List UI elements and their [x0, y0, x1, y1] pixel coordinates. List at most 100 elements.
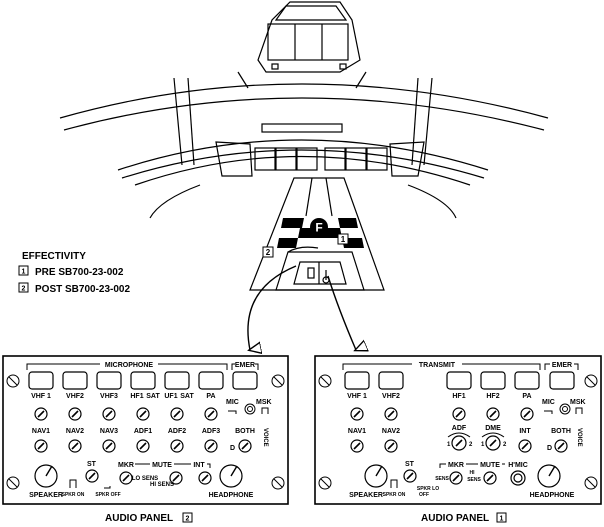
- label-adf1: ADF1: [134, 428, 152, 435]
- label-dme-right: DME: [485, 425, 501, 432]
- callout-arrow-right: [327, 275, 356, 350]
- audio-panel-left-ref-box: [182, 512, 193, 523]
- effectivity-ref-box-1: [18, 265, 29, 276]
- vhf1-mic-button[interactable]: [28, 371, 54, 390]
- label-both: BOTH: [235, 428, 255, 435]
- label-hi-sens: HI SENS: [150, 482, 174, 488]
- label-pa: PA: [206, 393, 215, 400]
- pedestal-markings: [277, 218, 364, 248]
- audio-panel-left-ref: 2: [186, 516, 190, 523]
- audio-panel-right-caption: AUDIO PANEL: [421, 513, 489, 524]
- pa-mic-button[interactable]: [198, 371, 224, 390]
- hf2-transmit-button[interactable]: [480, 371, 506, 390]
- label-hf1-right: HF1: [452, 393, 465, 400]
- audio-panel-left-caption: AUDIO PANEL: [105, 513, 173, 524]
- label-sat-1: SAT: [146, 393, 160, 400]
- label-spkr-on-right: SPKR ON: [383, 492, 406, 498]
- transmit-buttons-right: [344, 371, 575, 390]
- vhf2-mic-button[interactable]: [62, 371, 88, 390]
- label-mic: MIC: [226, 399, 239, 406]
- label-msk: MSK: [256, 399, 272, 406]
- label-headphone: HEADPHONE: [209, 492, 254, 499]
- label-pa-right: PA: [522, 393, 531, 400]
- label-nav1: NAV1: [32, 428, 50, 435]
- label-st: ST: [87, 461, 97, 468]
- panel-screws-right: [318, 374, 598, 490]
- label-hi-right: HI: [470, 470, 476, 476]
- label-adf-right: ADF: [452, 425, 467, 432]
- effectivity-ref-box-2: [18, 282, 29, 293]
- effectivity-ref-2: 2: [22, 286, 26, 293]
- label-dme-pos1: 1: [481, 442, 485, 448]
- label-uf1: UF1: [164, 393, 177, 400]
- hf1-transmit-button[interactable]: [446, 371, 472, 390]
- audio-panel-right-ref-box: [496, 512, 507, 523]
- label-vhf2: VHF2: [66, 393, 84, 400]
- label-st-right: ST: [405, 461, 415, 468]
- label-adf2: ADF2: [168, 428, 186, 435]
- label-headphone-right: HEADPHONE: [530, 492, 575, 499]
- pedestal-ref-2: 2: [266, 248, 271, 257]
- label-nav1-right: NAV1: [348, 428, 366, 435]
- label-mkr: MKR: [118, 462, 134, 469]
- label-both-right: BOTH: [551, 428, 571, 435]
- cockpit-view: [59, 1, 549, 291]
- label-msk-right: MSK: [570, 399, 586, 406]
- label-d-right: D: [547, 445, 552, 452]
- label-sens-hi-right: SENS: [467, 477, 481, 483]
- label-hmic-right: H'MIC: [508, 462, 528, 469]
- label-hf2-right: HF2: [486, 393, 499, 400]
- pedestal-marker-letter: F: [315, 221, 322, 235]
- uf1-sat-mic-button[interactable]: [164, 371, 190, 390]
- label-mute-right: MUTE: [480, 462, 500, 469]
- pedestal-ref-box-2: [262, 246, 274, 258]
- audio-panel-right: TRANSMIT EMER VHF 1 VHF2 HF1 HF2 PA MIC …: [314, 355, 602, 505]
- label-spkr-lo-right: SPKR LO: [417, 486, 439, 492]
- label-mute: MUTE: [152, 462, 172, 469]
- label-vhf1: VHF 1: [31, 393, 51, 400]
- hf1-sat-mic-button[interactable]: [130, 371, 156, 390]
- label-int-right: INT: [519, 428, 531, 435]
- effectivity-title: EFFECTIVITY: [22, 251, 86, 262]
- label-nav2: NAV2: [66, 428, 84, 435]
- label-voice-right: VOICE: [576, 428, 582, 447]
- label-sat-2: SAT: [180, 393, 194, 400]
- pedestal-ref-1: 1: [341, 235, 346, 244]
- label-lo-sens: LO SENS: [132, 476, 158, 482]
- label-mic-right: MIC: [542, 399, 555, 406]
- audio-panel-left: MICROPHONE EMER VHF 1 VHF2 VHF3 HF1 SAT …: [2, 355, 289, 505]
- label-nav2-right: NAV2: [382, 428, 400, 435]
- effectivity-item-1: PRE SB700-23-002: [35, 267, 124, 278]
- label-vhf1-right: VHF 1: [347, 393, 367, 400]
- label-speaker-right: SPEAKER: [349, 492, 383, 499]
- label-sens-right: SENS: [435, 476, 449, 482]
- label-voice: VOICE: [262, 428, 268, 447]
- label-speaker: SPEAKER: [29, 492, 63, 499]
- emer-button[interactable]: [232, 371, 258, 390]
- callout-arrow-left: [248, 265, 297, 350]
- group-transmit-label: TRANSMIT: [419, 362, 456, 369]
- label-d: D: [230, 445, 235, 452]
- vhf1-transmit-button[interactable]: [344, 371, 370, 390]
- effectivity-block: EFFECTIVITY 1 PRE SB700-23-002 2 POST SB…: [18, 251, 130, 295]
- group-microphone-label: MICROPHONE: [105, 362, 154, 369]
- pa-transmit-button[interactable]: [514, 371, 540, 390]
- effectivity-item-2: POST SB700-23-002: [35, 284, 130, 295]
- label-adf-pos1: 1: [447, 442, 451, 448]
- label-dme-pos2: 2: [503, 442, 507, 448]
- effectivity-ref-1: 1: [22, 269, 26, 276]
- emer-button-right[interactable]: [549, 371, 575, 390]
- label-vhf2-right: VHF2: [382, 393, 400, 400]
- mic-select-buttons-left: [28, 371, 258, 390]
- label-mkr-right: MKR: [448, 462, 464, 469]
- panel-screws-left: [6, 374, 285, 490]
- label-hf1: HF1: [130, 393, 143, 400]
- vhf3-mic-button[interactable]: [96, 371, 122, 390]
- vhf2-transmit-button[interactable]: [378, 371, 404, 390]
- label-adf3: ADF3: [202, 428, 220, 435]
- pedestal-ref-box-1: [337, 233, 349, 245]
- label-int: INT: [193, 462, 205, 469]
- audio-panel-right-ref: 1: [500, 516, 504, 523]
- label-adf-pos2: 2: [469, 442, 473, 448]
